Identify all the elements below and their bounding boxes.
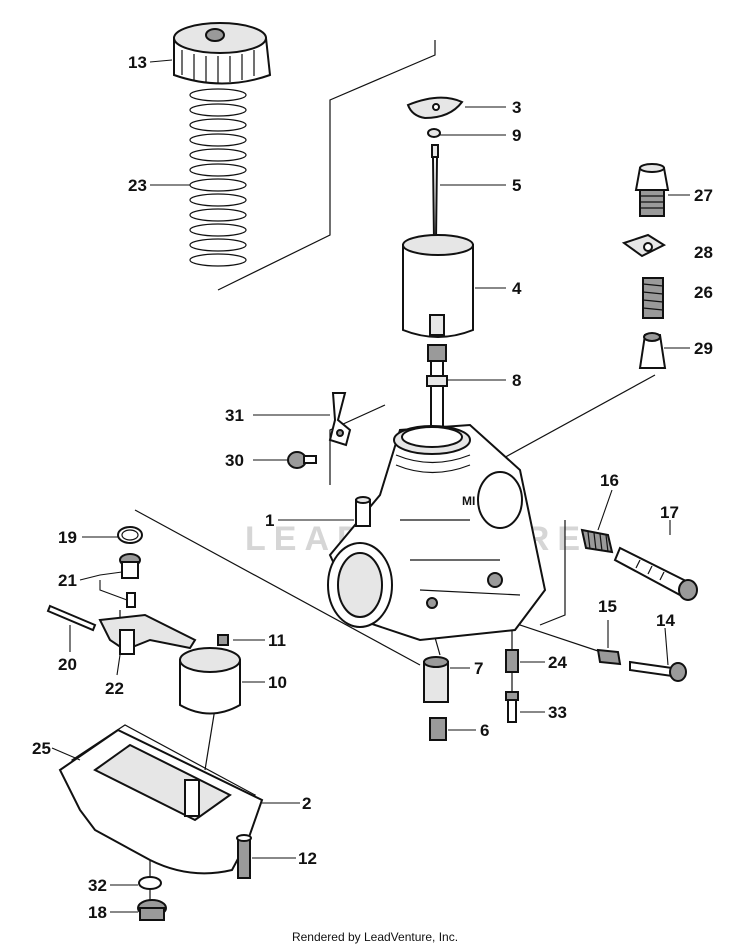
callout-10: 10 <box>268 673 287 692</box>
part-30-screw <box>287 451 317 469</box>
callout-32: 32 <box>88 876 107 895</box>
callout-16: 16 <box>600 471 619 490</box>
part-22-float-arm <box>98 613 197 655</box>
part-28-plate <box>621 233 667 258</box>
part-21-needle-valve <box>119 553 141 608</box>
callout-28: 28 <box>694 243 713 262</box>
part-11-float-cap <box>217 634 229 646</box>
part-20-float-pin <box>46 604 97 632</box>
part-8-needle-jet <box>426 344 448 432</box>
body-cast-marking: MI <box>462 494 475 508</box>
part-15-small-spring <box>596 648 622 666</box>
callout-labels: 13 23 3 9 5 4 8 27 28 26 29 31 30 1 16 1… <box>32 53 713 922</box>
part-31-bracket <box>328 392 352 447</box>
callout-21: 21 <box>58 571 77 590</box>
part-3-needle-clip-plate <box>406 96 464 120</box>
part-float-bowl <box>58 728 264 875</box>
part-29-starter-plunger <box>638 332 667 369</box>
part-18-drain-plug <box>137 899 167 921</box>
part-27-cable-adjuster <box>634 163 670 217</box>
callout-29: 29 <box>694 339 713 358</box>
part-6-main-jet <box>429 717 447 741</box>
callout-14: 14 <box>656 611 675 630</box>
callout-9: 9 <box>512 126 521 145</box>
part-33-starter-jet <box>505 691 519 723</box>
part-32-o-ring <box>138 876 162 890</box>
callout-31: 31 <box>225 406 244 425</box>
callout-leader-lines <box>51 59 690 913</box>
part-19-o-ring <box>117 526 143 544</box>
callout-26: 26 <box>694 283 713 302</box>
callout-12: 12 <box>298 849 317 868</box>
callout-6: 6 <box>480 721 489 740</box>
callout-19: 19 <box>58 528 77 547</box>
callout-5: 5 <box>512 176 521 195</box>
callout-3: 3 <box>512 98 521 117</box>
callout-1: 1 <box>265 511 274 530</box>
part-9-e-clip <box>427 128 441 138</box>
part-26-small-spring <box>642 277 664 319</box>
footer-credit: Rendered by LeadVenture, Inc. <box>291 930 459 944</box>
part-23-spring <box>189 88 247 267</box>
part-5-jet-needle <box>431 144 439 241</box>
part-7-spacer-tube <box>423 656 449 703</box>
callout-20: 20 <box>58 655 77 674</box>
part-24-pilot-jet <box>505 649 519 673</box>
part-4-throttle-slide <box>402 234 474 338</box>
part-13-top-cap <box>173 22 272 85</box>
callout-4: 4 <box>512 279 522 298</box>
callout-11: 11 <box>268 631 286 650</box>
callout-22: 22 <box>105 679 124 698</box>
callout-17: 17 <box>660 503 679 522</box>
part-16-idle-spring <box>580 528 614 554</box>
part-1-carburetor-body: MI <box>327 423 547 642</box>
callout-7: 7 <box>474 659 483 678</box>
callout-18: 18 <box>88 903 107 922</box>
callout-33: 33 <box>548 703 567 722</box>
callout-8: 8 <box>512 371 521 390</box>
part-17-air-screw <box>613 546 698 601</box>
part-14-pilot-screw <box>629 660 687 682</box>
callout-25: 25 <box>32 739 51 758</box>
part-10-float <box>179 647 241 715</box>
callout-15: 15 <box>598 597 617 616</box>
callout-30: 30 <box>225 451 244 470</box>
callout-24: 24 <box>548 653 567 672</box>
callout-27: 27 <box>694 186 713 205</box>
part-12-bowl-screw <box>236 834 252 879</box>
callout-13: 13 <box>128 53 147 72</box>
callout-2: 2 <box>302 794 311 813</box>
callout-23: 23 <box>128 176 147 195</box>
